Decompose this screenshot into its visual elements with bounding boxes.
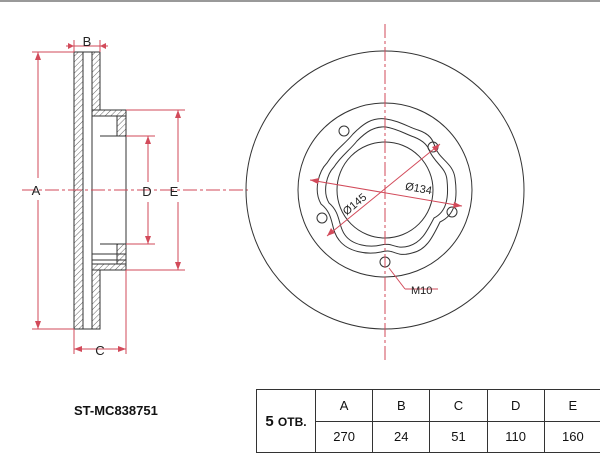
side-dimension-lines <box>22 40 248 354</box>
thread-size-label: M10 <box>411 285 432 297</box>
rotor-inner-wall-bottom <box>92 270 100 329</box>
dimension-label-a: A <box>32 183 41 198</box>
spec-value-d: 110 <box>487 421 544 453</box>
spec-header-d: D <box>487 390 544 422</box>
spec-header-row: 5 ОТВ. A B C D E <box>257 390 600 422</box>
spec-header-a: A <box>316 390 373 422</box>
spec-value-e: 160 <box>544 421 600 453</box>
spec-value-b: 24 <box>373 421 430 453</box>
bolt-circle-diameter-label: Ø134 <box>404 181 433 197</box>
rotor-inner-wall-top <box>92 52 100 110</box>
hub-profile-outer <box>317 119 456 255</box>
holes-suffix: ОТВ. <box>278 415 307 429</box>
dimension-label-c: C <box>95 343 104 358</box>
dimension-label-b: B <box>83 34 92 49</box>
hat-bottom-flange <box>92 264 126 270</box>
dimension-label-d: D <box>142 184 151 199</box>
front-dimension-arrows <box>310 144 462 236</box>
holes-count: 5 <box>265 413 273 430</box>
hub-step-top <box>117 116 126 136</box>
dimension-label-e: E <box>170 184 179 199</box>
holes-cell: 5 ОТВ. <box>257 390 316 453</box>
spec-table: 5 ОТВ. A B C D E 270 24 51 110 160 <box>256 389 600 453</box>
hat-top-flange <box>92 110 126 116</box>
bolt-hole-4 <box>317 213 327 223</box>
spec-header-c: C <box>430 390 487 422</box>
part-number: ST-MC838751 <box>74 403 158 418</box>
spec-value-a: 270 <box>316 421 373 453</box>
front-dimension-lines <box>310 24 462 360</box>
spec-header-b: B <box>373 390 430 422</box>
spec-header-e: E <box>544 390 600 422</box>
spec-value-c: 51 <box>430 421 487 453</box>
bolt-hole-5 <box>339 126 349 136</box>
